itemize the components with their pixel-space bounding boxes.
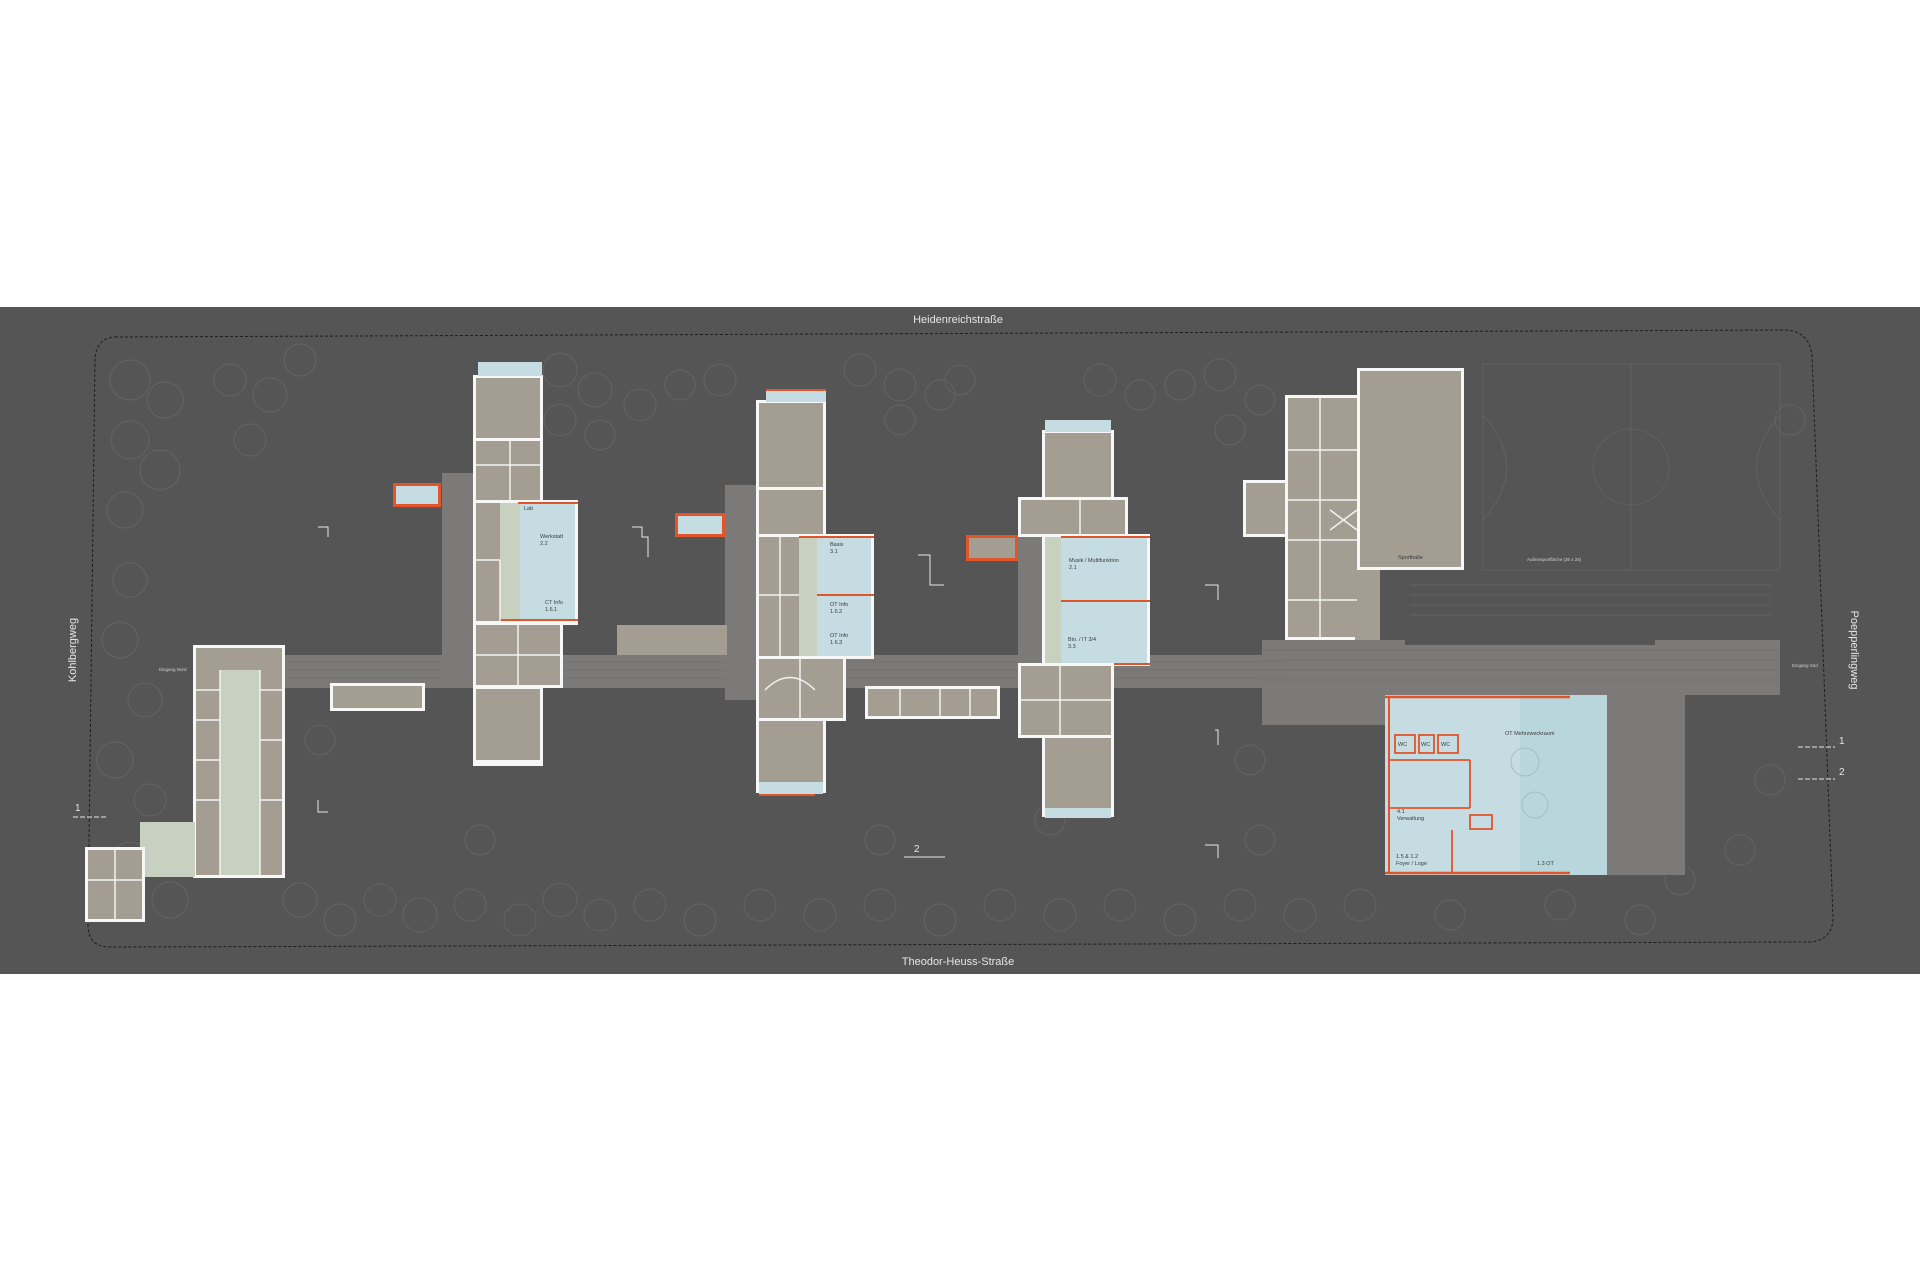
building-administration bbox=[1385, 695, 1607, 875]
section-marker-2-center: 2 bbox=[914, 844, 920, 855]
room-foyer: Foyer / Loge bbox=[1396, 861, 1427, 867]
gym-label: Sporthalle bbox=[1398, 555, 1423, 561]
room-ot-info-2-no: 1.6.3 bbox=[830, 640, 842, 646]
building-2 bbox=[617, 389, 1000, 796]
room-wc-1: WC bbox=[1398, 742, 1407, 748]
room-basis-no: 3.1 bbox=[830, 549, 838, 555]
room-werkstatt-no: 2.2 bbox=[540, 541, 548, 547]
room-foyer-no: 1.5 & 1.2 bbox=[1396, 854, 1418, 860]
site-boundary bbox=[87, 329, 1834, 948]
building-west bbox=[85, 645, 285, 922]
street-south: Theodor-Heuss-Straße bbox=[902, 956, 1015, 968]
building-1 bbox=[330, 362, 578, 766]
building-gym bbox=[1243, 368, 1464, 640]
room-ot-info-2: OT Info bbox=[830, 633, 848, 639]
room-verwaltung: Verwaltung bbox=[1397, 816, 1424, 822]
street-east: Poepperlingweg bbox=[1848, 611, 1860, 690]
sports-field bbox=[1410, 363, 1781, 616]
entrance-west-label: Eingang Nord bbox=[159, 667, 187, 672]
room-lab: Lab bbox=[524, 506, 533, 512]
section-brackets bbox=[317, 526, 1219, 858]
room-bio-no: 3.3 bbox=[1068, 644, 1076, 650]
section-marker-2-east: 2 bbox=[1839, 767, 1845, 778]
room-ot-mehrzweck: OT Mehrzweckraum bbox=[1505, 731, 1555, 737]
street-west: Kohlbergweg bbox=[67, 618, 79, 682]
building-3 bbox=[966, 420, 1150, 818]
room-verwaltung-no: 4.1 bbox=[1397, 809, 1405, 815]
room-ct-info: CT Info bbox=[545, 600, 563, 606]
room-ot-info-1: OT Info bbox=[830, 602, 848, 608]
entrance-east-label: Eingang Süd bbox=[1792, 663, 1818, 668]
room-musik: Musik / Multifunktion bbox=[1069, 558, 1119, 564]
room-ot-info-1-no: 1.6.2 bbox=[830, 609, 842, 615]
room-wc-3: WC bbox=[1441, 742, 1450, 748]
section-marker-1-west: 1 bbox=[75, 803, 81, 814]
room-ot: 1.3 OT bbox=[1537, 861, 1554, 867]
room-basis: Basis bbox=[830, 542, 844, 548]
sports-field-label: Außensportfläche (36 x 25) bbox=[1527, 557, 1582, 562]
room-bio: Bio. / IT 3/4 bbox=[1068, 637, 1096, 643]
room-musik-no: 2.1 bbox=[1069, 565, 1077, 571]
room-werkstatt: Werkstatt bbox=[540, 534, 564, 540]
section-marker-1-east: 1 bbox=[1839, 736, 1845, 747]
street-north: Heidenreichstraße bbox=[913, 314, 1003, 326]
room-wc-2: WC bbox=[1421, 742, 1430, 748]
section-lines bbox=[73, 746, 1835, 818]
room-ct-info-no: 1.6.1 bbox=[545, 607, 557, 613]
